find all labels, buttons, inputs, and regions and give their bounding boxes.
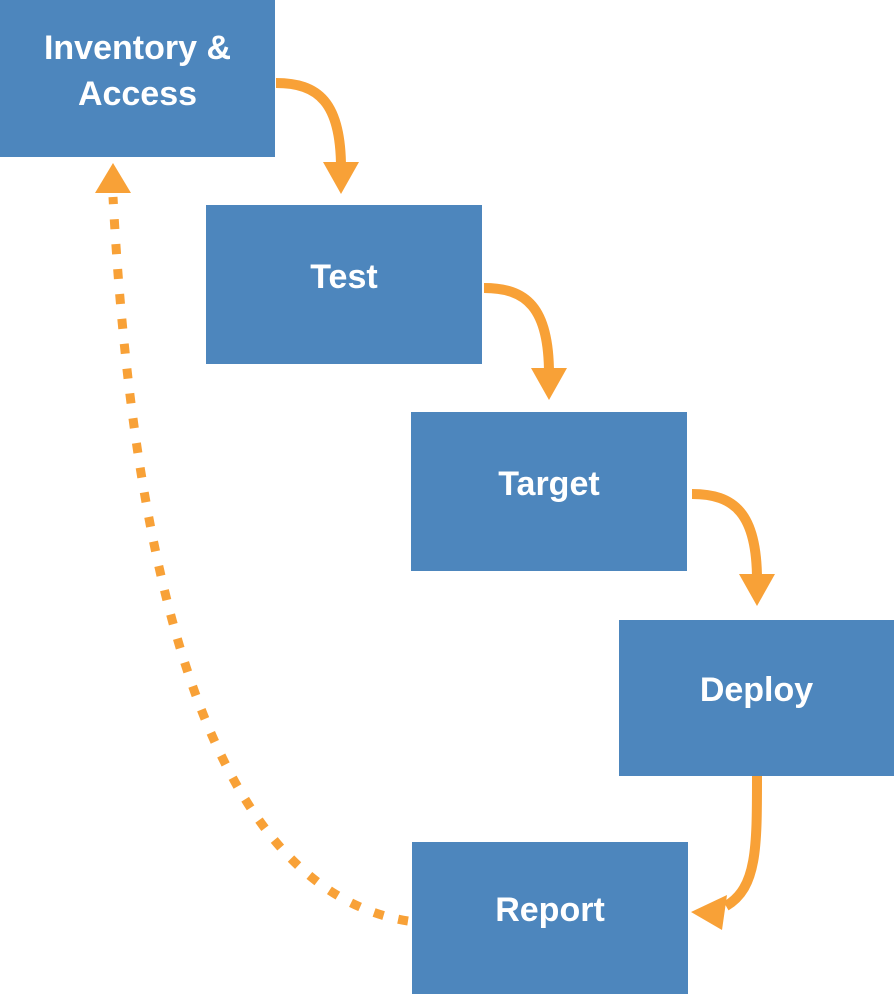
- flow-node-target: Target: [411, 412, 687, 571]
- flow-node-label: Test: [310, 257, 378, 296]
- arrow-inventory-to-test: [275, 78, 359, 194]
- flow-node-inventory-access: Inventory & Access: [0, 0, 275, 157]
- arrow-test-to-target: [483, 283, 567, 400]
- arrow-shaft: [483, 283, 554, 375]
- flow-node-label: Report: [495, 891, 605, 930]
- flow-node-label: Deploy: [699, 671, 814, 710]
- arrow-head-down-icon: [739, 574, 775, 606]
- arrow-shaft: [723, 775, 762, 911]
- arrow-head-left-icon: [691, 895, 727, 930]
- arrow-head-down-icon: [531, 368, 567, 400]
- flow-node-label: Target: [498, 464, 600, 503]
- arrow-shaft: [691, 489, 762, 581]
- arrow-shaft: [275, 78, 346, 169]
- arrow-deploy-to-report: [691, 775, 762, 930]
- arrow-head-down-icon: [323, 162, 359, 194]
- flow-node-test: Test: [206, 205, 482, 364]
- arrow-head-up-icon: [95, 163, 131, 193]
- flow-node-label: Inventory & Access: [43, 28, 232, 113]
- arrow-target-to-deploy: [691, 489, 775, 606]
- flow-node-report: Report: [412, 842, 688, 994]
- flow-node-deploy: Deploy: [619, 620, 894, 776]
